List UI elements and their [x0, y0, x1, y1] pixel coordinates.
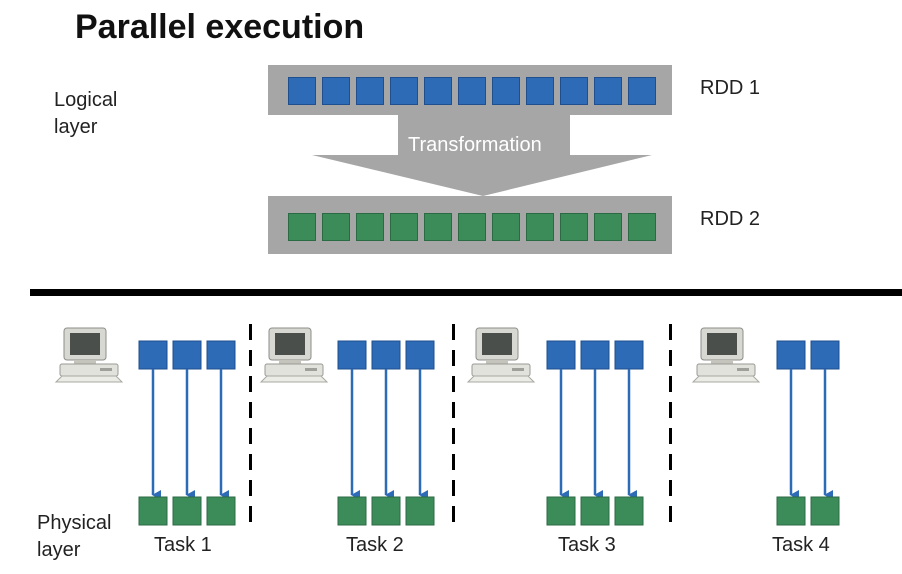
input-partition [614, 340, 644, 370]
rdd2-partition [288, 213, 316, 241]
rdd2-partition [390, 213, 418, 241]
rdd1-partition [390, 77, 418, 105]
rdd1-partition [288, 77, 316, 105]
computer-icon [466, 327, 536, 383]
output-partition [206, 496, 236, 526]
rdd2-partition [594, 213, 622, 241]
output-partition [580, 496, 610, 526]
rdd1-partition [322, 77, 350, 105]
rdd2-partition [356, 213, 384, 241]
rdd2-partition [560, 213, 588, 241]
output-partition [337, 496, 367, 526]
output-partition [138, 496, 168, 526]
logical-label-line2: layer [54, 116, 98, 138]
task-label: Task 3 [558, 534, 616, 556]
input-partition [546, 340, 576, 370]
task-label: Task 4 [772, 534, 830, 556]
rdd1-partition [492, 77, 520, 105]
output-partition [172, 496, 202, 526]
input-partition [337, 340, 367, 370]
computer-icon [54, 327, 124, 383]
rdd1-partition [628, 77, 656, 105]
logical-layer-label: Logical layer [54, 87, 117, 141]
task-separator [249, 324, 252, 529]
input-partition [206, 340, 236, 370]
rdd1-partition [526, 77, 554, 105]
rdd1-partition [594, 77, 622, 105]
rdd1-partition [458, 77, 486, 105]
rdd2-partition [424, 213, 452, 241]
logical-label-line1: Logical [54, 89, 118, 111]
input-partition [138, 340, 168, 370]
output-partition [614, 496, 644, 526]
rdd2-partition [322, 213, 350, 241]
layer-divider [30, 289, 902, 296]
computer-icon [691, 327, 761, 383]
rdd2-label: RDD 2 [700, 208, 761, 230]
computer-icon [259, 327, 329, 383]
output-partition [405, 496, 435, 526]
transformation-arrow [312, 115, 652, 196]
rdd1-label: RDD 1 [700, 77, 761, 99]
output-partition [371, 496, 401, 526]
physical-label-line2: layer [37, 539, 81, 561]
task-separator [452, 324, 455, 529]
input-partition [172, 340, 202, 370]
rdd1-partition [356, 77, 384, 105]
rdd2-partition [526, 213, 554, 241]
output-partition [546, 496, 576, 526]
rdd2-partitions [288, 213, 668, 243]
input-partition [405, 340, 435, 370]
rdd2-partition [628, 213, 656, 241]
rdd2-partition [458, 213, 486, 241]
task-label: Task 1 [154, 534, 212, 556]
physical-layer-label: Physical layer [37, 510, 111, 564]
input-partition [580, 340, 610, 370]
task-label: Task 2 [346, 534, 404, 556]
output-partition [810, 496, 840, 526]
input-partition [776, 340, 806, 370]
transformation-label: Transformation [408, 134, 542, 156]
output-partition [776, 496, 806, 526]
physical-label-line1: Physical [37, 512, 112, 534]
rdd2-partition [492, 213, 520, 241]
physical-layer-diagram [54, 327, 840, 526]
rdd1-partition [424, 77, 452, 105]
task-separator [669, 324, 672, 529]
input-partition [810, 340, 840, 370]
rdd1-partition [560, 77, 588, 105]
page-title: Parallel execution [75, 8, 365, 46]
rdd1-partitions [288, 77, 668, 107]
input-partition [371, 340, 401, 370]
